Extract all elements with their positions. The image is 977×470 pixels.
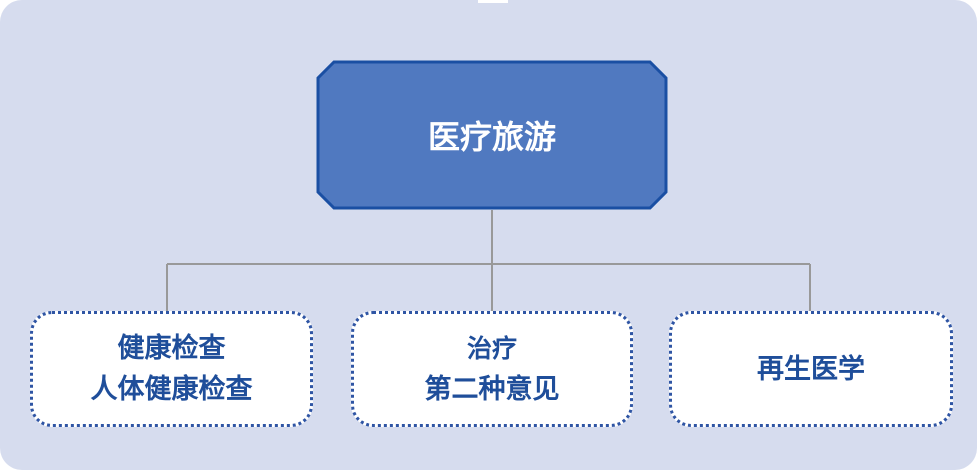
root-node-shape bbox=[316, 60, 668, 210]
child-node-line: 治疗 bbox=[466, 334, 517, 363]
child-node-line: 第二种意见 bbox=[424, 374, 560, 405]
child-node-line: 再生医学 bbox=[757, 353, 865, 385]
child-node-treatment: 治疗 第二种意见 bbox=[351, 311, 633, 427]
root-node-label: 医疗旅游 bbox=[427, 118, 556, 156]
child-node-line: 人体健康检查 bbox=[90, 374, 253, 405]
child-node-regenerative-medicine: 再生医学 bbox=[669, 311, 953, 427]
panel-notch bbox=[478, 0, 508, 3]
child-node-health-check: 健康检查 人体健康检查 bbox=[30, 311, 313, 427]
child-node-line: 健康检查 bbox=[117, 333, 226, 364]
root-node: 医疗旅游 bbox=[316, 60, 668, 210]
